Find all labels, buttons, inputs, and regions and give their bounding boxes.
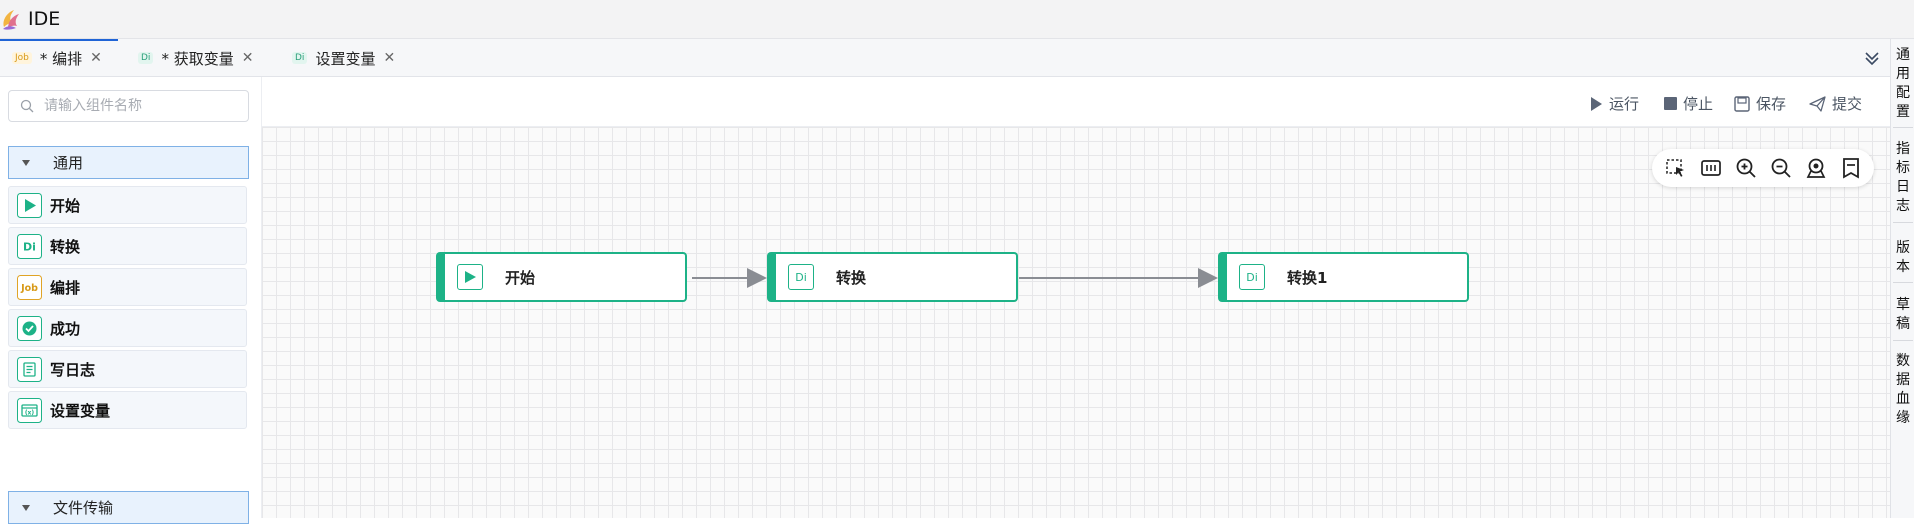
tab-set-variable[interactable]: Di 设置变量 ✕ xyxy=(292,39,395,77)
stop-button[interactable]: 停止 xyxy=(1664,93,1713,114)
component-label: 写日志 xyxy=(50,360,96,379)
di-badge-text: Di xyxy=(1246,270,1258,284)
component-success[interactable]: 成功 xyxy=(8,309,247,347)
svg-text:(x): (x) xyxy=(25,409,35,416)
divider xyxy=(1893,340,1913,341)
component-label: 设置变量 xyxy=(50,401,111,420)
search-box[interactable] xyxy=(8,90,249,122)
tab-label: 设置变量 xyxy=(315,49,376,68)
stop-icon xyxy=(1664,97,1677,110)
stop-label: 停止 xyxy=(1683,95,1714,113)
divider xyxy=(1893,127,1913,128)
tab-general-config[interactable]: 通用配置 xyxy=(1896,47,1910,120)
variable-icon: (x) xyxy=(17,397,42,423)
divider xyxy=(1893,222,1913,223)
component-label: 编排 xyxy=(50,278,81,297)
close-icon[interactable]: ✕ xyxy=(90,50,102,66)
caret-down-icon xyxy=(22,159,30,166)
job-badge-text: Job xyxy=(20,283,38,294)
search-icon xyxy=(20,99,34,113)
component-transform[interactable]: Di 转换 xyxy=(8,227,247,265)
app-logo-icon xyxy=(3,10,19,30)
zoom-out-icon[interactable] xyxy=(1770,157,1792,179)
search-input[interactable] xyxy=(42,97,236,115)
job-icon: Job xyxy=(17,274,42,300)
component-label: 成功 xyxy=(50,319,81,338)
tab-version[interactable]: 版本 xyxy=(1896,240,1910,275)
flow-node-start[interactable]: 开始 xyxy=(436,252,687,302)
right-side-panel: 通用配置 指标日志 版本 草稿 数据血缘 xyxy=(1890,39,1914,518)
tab-metric-log[interactable]: 指标日志 xyxy=(1896,141,1910,214)
close-icon[interactable]: ✕ xyxy=(241,50,254,66)
run-button[interactable]: 运行 xyxy=(1589,93,1639,114)
fit-view-icon[interactable] xyxy=(1700,157,1722,179)
component-set-variable[interactable]: (x) 设置变量 xyxy=(8,391,247,429)
group-file-transfer[interactable]: 文件传输 xyxy=(8,491,249,524)
tab-orchestration[interactable]: Job * 编排 ✕ xyxy=(0,39,118,77)
canvas-toolbar: 运行 停止 保存 提交 xyxy=(262,77,1890,127)
close-icon[interactable]: ✕ xyxy=(383,50,396,66)
title-bar: IDE xyxy=(0,0,1914,39)
run-label: 运行 xyxy=(1609,95,1640,113)
component-sidebar: 通用 开始 Di 转换 Job 编排 成功 写日志 (x) 设置变量 xyxy=(0,77,262,524)
node-label: 开始 xyxy=(505,268,536,287)
play-icon xyxy=(457,264,483,290)
send-icon xyxy=(1809,95,1826,112)
node-label: 转换1 xyxy=(1287,268,1328,287)
app-title: IDE xyxy=(28,8,61,30)
double-chevron-down-icon[interactable] xyxy=(1862,48,1882,68)
tab-get-variable[interactable]: Di * 获取变量 ✕ xyxy=(138,39,253,77)
component-label: 转换 xyxy=(50,237,81,256)
play-icon xyxy=(1591,96,1602,111)
check-circle-icon xyxy=(17,315,42,341)
locate-icon[interactable] xyxy=(1805,157,1827,179)
group-general[interactable]: 通用 xyxy=(8,146,249,179)
divider xyxy=(1893,282,1913,283)
save-label: 保存 xyxy=(1756,95,1787,113)
di-badge-icon: Di xyxy=(292,52,308,64)
node-label: 转换 xyxy=(836,268,867,287)
job-badge-icon: Job xyxy=(12,52,32,64)
di-badge-icon: Di xyxy=(138,52,154,64)
component-label: 开始 xyxy=(50,196,81,215)
flow-node-transform1[interactable]: Di 转换1 xyxy=(1218,252,1469,302)
zoom-in-icon[interactable] xyxy=(1735,157,1757,179)
box-select-icon[interactable] xyxy=(1665,157,1687,179)
log-icon xyxy=(17,356,42,382)
save-icon xyxy=(1734,95,1750,112)
di-icon: Di xyxy=(788,264,814,290)
di-badge-text: Di xyxy=(795,270,807,284)
editor-tabs: Job * 编排 ✕ Di * 获取变量 ✕ Di 设置变量 ✕ xyxy=(0,39,1890,77)
tab-draft[interactable]: 草稿 xyxy=(1896,297,1910,332)
submit-button[interactable]: 提交 xyxy=(1809,93,1862,114)
flow-canvas[interactable] xyxy=(262,127,1890,518)
component-write-log[interactable]: 写日志 xyxy=(8,350,247,388)
di-icon: Di xyxy=(1239,264,1265,290)
group-label: 通用 xyxy=(53,154,84,172)
group-label: 文件传输 xyxy=(53,499,114,517)
save-button[interactable]: 保存 xyxy=(1734,93,1786,114)
canvas-tools xyxy=(1652,149,1874,187)
submit-label: 提交 xyxy=(1832,95,1863,113)
bookmark-icon[interactable] xyxy=(1840,157,1862,179)
component-start[interactable]: 开始 xyxy=(8,186,247,224)
tab-label: * 编排 xyxy=(39,49,83,68)
flow-node-transform[interactable]: Di 转换 xyxy=(767,252,1018,302)
caret-down-icon xyxy=(22,504,30,511)
tab-data-lineage[interactable]: 数据血缘 xyxy=(1896,353,1910,426)
di-badge-text: Di xyxy=(23,240,36,253)
tab-label: * 获取变量 xyxy=(161,49,234,68)
component-job[interactable]: Job 编排 xyxy=(8,268,247,306)
di-icon: Di xyxy=(17,233,42,259)
play-icon xyxy=(17,192,42,218)
